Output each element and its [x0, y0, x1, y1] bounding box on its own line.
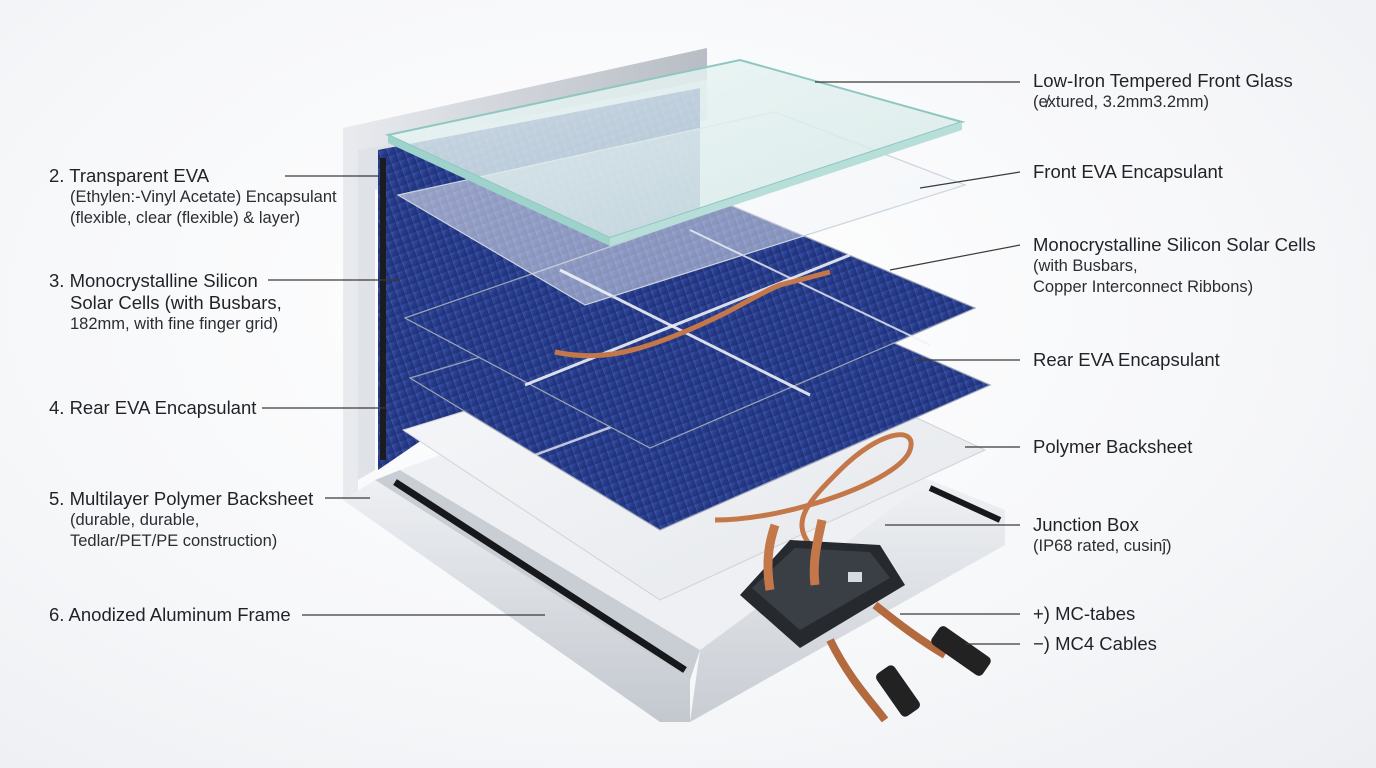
front-glass-layer — [384, 58, 966, 246]
mc4-cables — [826, 601, 991, 723]
label-line: (durable, durable, — [70, 511, 200, 529]
label-rear-eva-left: 4. Rear EVA Encapsulant — [49, 397, 256, 419]
label-line: (IP68 rated, cusinĵ) — [1033, 537, 1172, 555]
label-line: (flexible, clear (flexible) & layer) — [70, 209, 301, 227]
label-front-glass: Low-Iron Tempered Front Glass (e̸xtured,… — [1033, 70, 1293, 113]
label-polymer-backsheet: Polymer Backsheet — [1033, 436, 1192, 458]
junction-box-illustration — [740, 519, 905, 648]
leader-mono-right — [889, 244, 1021, 271]
label-line: Solar Cells (with Busbars, — [70, 292, 282, 313]
label-line: Rear EVA Encapsulant — [1033, 349, 1220, 370]
label-frame: 6. Anodized Aluminum Frame — [49, 604, 291, 626]
label-mono-cells-right: Monocrystalline Silicon Solar Cells (wit… — [1033, 234, 1316, 298]
label-backsheet-left: 5. Multilayer Polymer Backsheet (durable… — [49, 488, 313, 552]
label-rear-eva-right: Rear EVA Encapsulant — [1033, 349, 1220, 371]
label-line: 2. Transparent EVA — [49, 165, 210, 186]
label-line: Low-Iron Tempered Front Glass — [1033, 70, 1293, 91]
label-mc-negative: −) MC4 Cables — [1033, 633, 1157, 655]
label-line: Junction Box — [1033, 514, 1139, 535]
copper-interconnect-ribbon — [554, 269, 914, 547]
label-line: −) MC4 Cables — [1033, 633, 1157, 654]
leader-lines — [262, 81, 1021, 645]
label-line: (Ethylen:-Vinyl Acetate) Encapsulant — [70, 188, 337, 206]
label-line: 5. Multilayer Polymer Backsheet — [49, 488, 314, 509]
label-junction-box: Junction Box (IP68 rated, cusinĵ) — [1033, 514, 1171, 557]
label-line: Front EVA Encapsulant — [1033, 161, 1223, 182]
label-line: 4. Rear EVA Encapsulant — [49, 397, 257, 418]
label-line: (with Busbars, — [1033, 257, 1138, 275]
label-line: Tedlar/PET/PE construction) — [70, 532, 278, 550]
label-line: Monocrystalline Silicon Solar Cells — [1033, 234, 1316, 255]
label-transparent-eva: 2. Transparent EVA (Ethylen:-Vinyl Aceta… — [49, 165, 337, 229]
label-line: 6. Anodized Aluminum Frame — [49, 604, 291, 625]
label-line: 182mm, with fine finger grid) — [70, 315, 279, 333]
label-front-eva: Front EVA Encapsulant — [1033, 161, 1223, 183]
label-line: +) MC-tabes — [1033, 603, 1136, 624]
label-line: (e̸xtured, 3.2mm3.2mm) — [1033, 93, 1210, 111]
label-mono-cells-left: 3. Monocrystalline Silicon Solar Cells (… — [49, 270, 282, 335]
label-mc-positive: +) MC-tabes — [1033, 603, 1135, 625]
label-line: 3. Monocrystalline Silicon — [49, 270, 258, 291]
leader-front-eva — [919, 171, 1021, 189]
label-line: Polymer Backsheet — [1033, 436, 1193, 457]
label-line: Copper Interconnect Ribbons) — [1033, 278, 1254, 296]
